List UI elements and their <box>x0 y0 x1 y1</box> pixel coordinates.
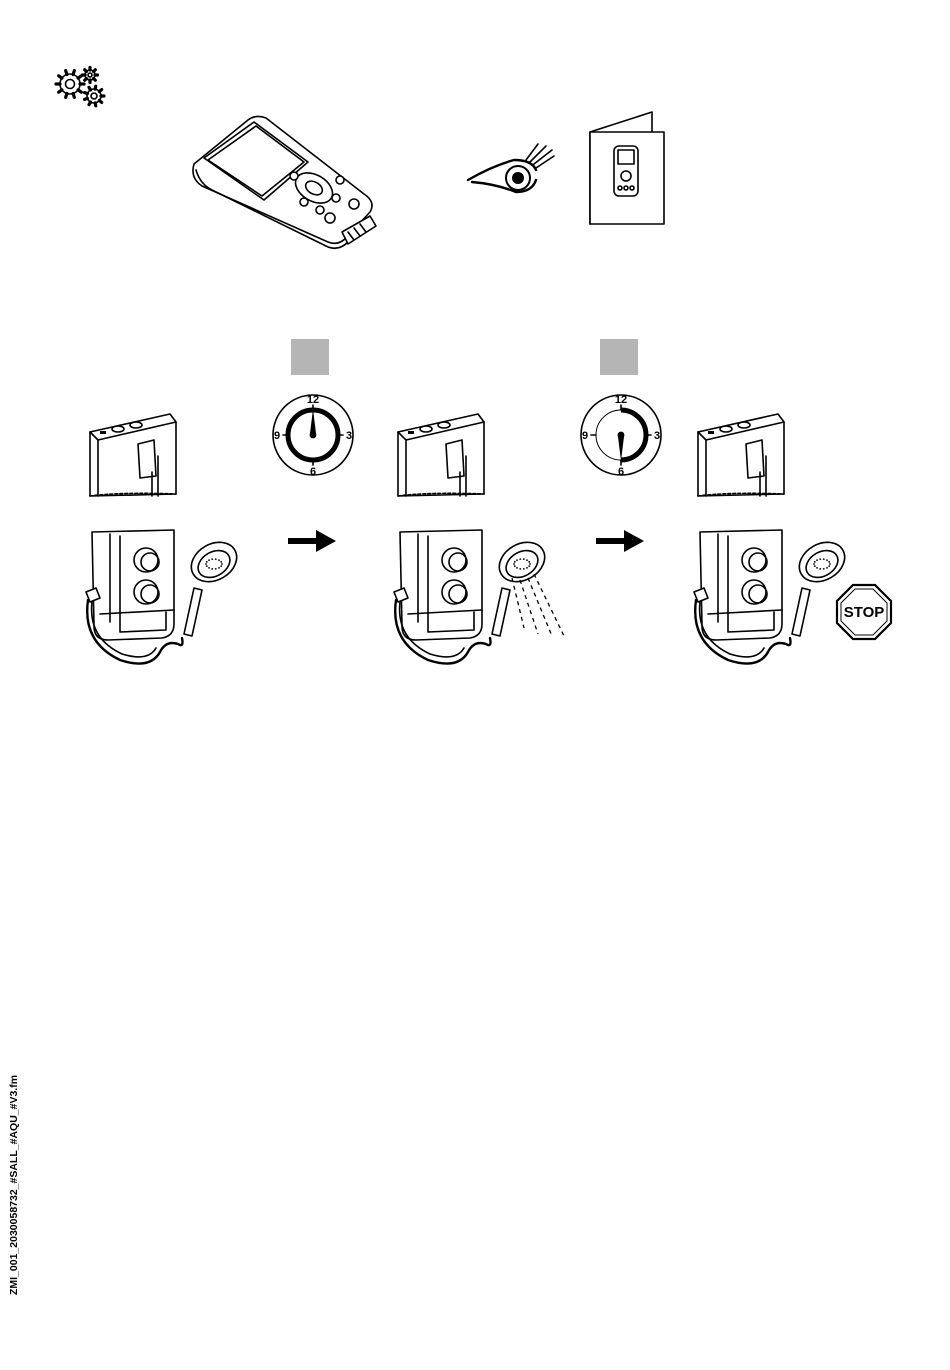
clock-label-3: 3 <box>654 430 660 442</box>
clock-2: 12 3 6 9 <box>579 393 663 477</box>
shower-unit-2 <box>388 412 558 670</box>
remote-control-icon <box>186 112 386 252</box>
gears-icon <box>54 66 110 110</box>
step-box-1 <box>291 339 329 375</box>
clock-label-6: 6 <box>618 466 624 478</box>
clock-label-12: 12 <box>615 394 627 406</box>
clock-1: 12 3 6 9 <box>271 393 355 477</box>
stop-sign-icon: STOP <box>836 584 892 640</box>
clock-label-12: 12 <box>307 394 319 406</box>
eye-icon <box>466 140 558 196</box>
stop-label: STOP <box>844 604 885 621</box>
clock-label-9: 9 <box>582 430 588 442</box>
clock-label-3: 3 <box>346 430 352 442</box>
manual-booklet-icon <box>588 110 666 226</box>
step-box-2 <box>600 339 638 375</box>
document-file-code: ZMI_001_2030058732_#SALL_#AQU_#V3.fm <box>8 1075 20 1295</box>
arrow-right-icon <box>288 530 336 552</box>
clock-label-9: 9 <box>274 430 280 442</box>
clock-label-6: 6 <box>310 466 316 478</box>
shower-unit-1 <box>80 412 250 670</box>
arrow-right-icon <box>596 530 644 552</box>
shower-unit-3 <box>688 412 858 670</box>
